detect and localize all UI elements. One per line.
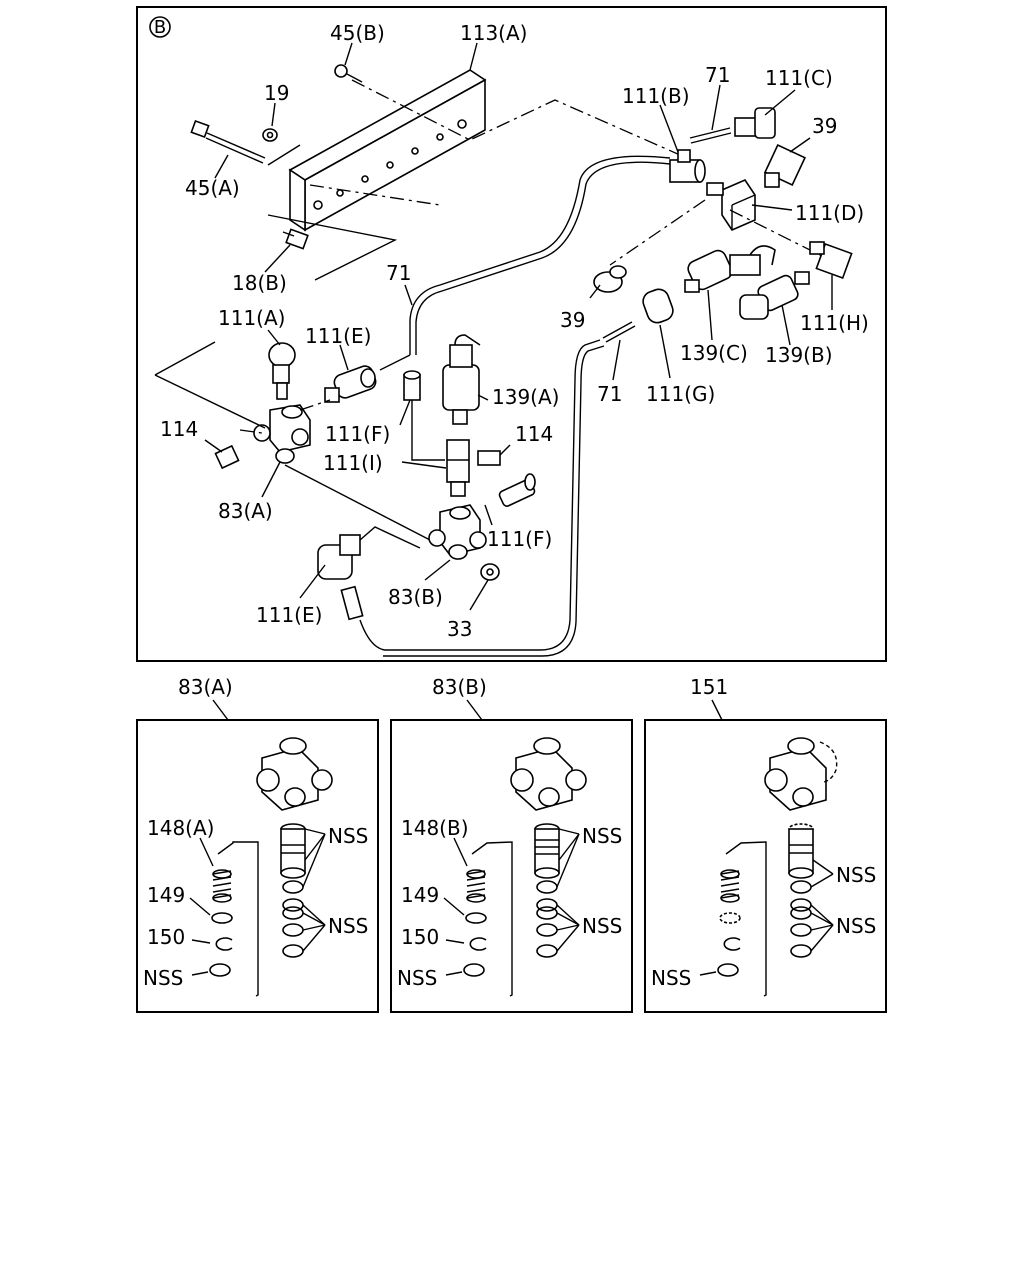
detail-view-151: 151 NSS NSS NSS: [644, 675, 887, 1013]
label-45b: 45(B): [330, 21, 385, 45]
label-139a: 139(A): [492, 385, 559, 409]
label-71-low: 71: [597, 382, 622, 406]
detail-83b-washer-label: 149: [401, 883, 439, 907]
nut-19: [262, 128, 278, 142]
label-39-right: 39: [812, 114, 837, 138]
label-111h: 111(H): [800, 311, 869, 335]
connector-111h: [809, 241, 853, 280]
detail-83a-ring-label: 150: [147, 925, 185, 949]
valve-body-83b: [428, 504, 487, 560]
bolt-18b: [282, 228, 309, 250]
label-83b: 83(B): [388, 585, 443, 609]
main-view-frame: [136, 6, 887, 662]
main-view-labels: 45(B) 113(A) 19 45(A) 18(B) 71 111(B) 71…: [160, 21, 869, 641]
sensor-139a: [442, 334, 481, 425]
label-45a: 45(A): [185, 176, 240, 200]
label-111g: 111(G): [646, 382, 715, 406]
connector-39-mid: [593, 265, 627, 293]
main-leader-lines: [204, 42, 833, 611]
label-19: 19: [264, 81, 289, 105]
label-114-right: 114: [515, 422, 553, 446]
connector-39-right: [764, 144, 806, 188]
pipe-71-right: [689, 127, 732, 144]
bolt-45b: [334, 64, 363, 83]
svg-text:B: B: [154, 17, 166, 38]
label-111d: 111(D): [795, 201, 864, 225]
label-18b: 18(B): [232, 271, 287, 295]
label-111f-low: 111(F): [487, 527, 552, 551]
detail-view-83a: 83(A): [136, 675, 379, 1013]
label-39-mid: 39: [560, 308, 585, 332]
detail-83b-spring-label: 148(B): [401, 816, 469, 840]
label-111c: 111(C): [765, 66, 833, 90]
valve-body-83a: [253, 404, 311, 464]
label-111a: 111(A): [218, 306, 285, 330]
plug-114-right: [477, 450, 501, 466]
detail-title-151: 151: [690, 675, 728, 699]
detail-view-83b: 83(B) 148(B): [390, 675, 633, 1013]
detail-83a-washer-label: 149: [147, 883, 185, 907]
elbow-111c: [734, 107, 776, 139]
detail-83a-spring-label: 148(A): [147, 816, 214, 840]
bolt-45a: [190, 119, 266, 164]
detail-83b-seals-label: NSS: [582, 914, 622, 938]
label-71-right: 71: [705, 63, 730, 87]
label-111e-low: 111(E): [256, 603, 322, 627]
detail-151-seals-label: NSS: [836, 914, 876, 938]
detail-83a-cap-label: NSS: [143, 966, 183, 990]
label-111f-top: 111(F): [325, 422, 390, 446]
block-111d: [706, 178, 756, 232]
fitting-111f-top: [403, 370, 421, 401]
label-111i: 111(I): [323, 451, 383, 475]
label-139c: 139(C): [680, 341, 748, 365]
view-marker: B: [149, 16, 171, 38]
label-111b: 111(B): [622, 84, 690, 108]
sensor-139b: [739, 271, 810, 320]
label-71-top: 71: [386, 261, 411, 285]
label-114-left: 114: [160, 417, 198, 441]
detail-83b-body-seal-label: NSS: [582, 824, 622, 848]
elbow-111e-top: [324, 365, 377, 403]
detail-title-83b: 83(B): [432, 675, 487, 699]
fitting-111a: [268, 342, 296, 400]
label-113a: 113(A): [460, 21, 527, 45]
label-83a: 83(A): [218, 499, 273, 523]
label-111e-top: 111(E): [305, 324, 371, 348]
tee-111b: [669, 149, 706, 183]
detail-83a-seals-label: NSS: [328, 914, 368, 938]
detail-title-83a: 83(A): [178, 675, 233, 699]
sensor-139c: [684, 245, 776, 293]
nipple-111i: [446, 439, 470, 497]
sleeve-111g: [642, 288, 674, 324]
fitting-111f-low: [498, 473, 536, 507]
label-139b: 139(B): [765, 343, 833, 367]
label-33: 33: [447, 617, 472, 641]
pipe-71-lower: [602, 321, 636, 343]
bracket-113a: [288, 69, 487, 232]
detail-83b-cap-label: NSS: [397, 966, 437, 990]
detail-151-body-seal-label: NSS: [836, 863, 876, 887]
detail-83a-body-seal-label: NSS: [328, 824, 368, 848]
detail-151-cap-label: NSS: [651, 966, 691, 990]
elbow-111e-low: [317, 534, 364, 621]
nut-33: [480, 563, 500, 581]
detail-83b-ring-label: 150: [401, 925, 439, 949]
